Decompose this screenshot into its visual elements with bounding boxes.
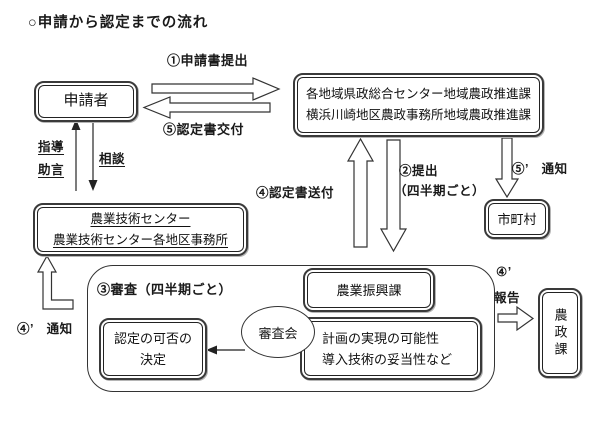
arrow-consultation-down-head	[88, 180, 98, 191]
node-review-committee: 審査会	[241, 306, 315, 358]
label-step5-issue: ⑤認定書交付	[163, 122, 245, 137]
label-step4b-notice: ④’ 通知	[17, 322, 73, 336]
label-step3-review: ③審査（四半期ごと）	[97, 282, 233, 297]
arrow-guidance-up-head	[71, 119, 81, 130]
arrow-step5-issue-left	[142, 96, 271, 119]
arrow-step4-send-up	[346, 137, 375, 248]
node-criteria-line2: 導入技術の妥当性など	[322, 351, 453, 367]
page-title: ○申請から認定までの流れ	[28, 15, 209, 31]
label-step1-submit: ①申請書提出	[167, 53, 249, 68]
arrow-decision-left-head	[206, 345, 217, 355]
node-agri-promotion-division: 農業振興課	[303, 268, 435, 312]
node-applicant-label: 申請者	[63, 93, 109, 109]
node-decision-line2: 決定	[139, 352, 166, 367]
node-prefecture-center: 各地域県政総合センター地域農政推進課 横浜川崎地区農政事務所地域農政推進課	[293, 73, 544, 137]
arrow-step5b-notice-down	[494, 137, 520, 199]
node-agri-tech-center-line1: 農業技術センター	[90, 211, 191, 226]
label-step5b-notice: ⑤’ 通知	[512, 162, 568, 176]
node-decision-line1: 認定の可否の	[113, 331, 192, 346]
node-agri-policy-label: 農政課	[552, 307, 568, 359]
arrow-step2-submit-down	[379, 139, 408, 253]
label-step2-submit: ②提出	[399, 164, 439, 178]
node-prefecture-center-line1: 各地域県政総合センター地域農政推進課	[305, 87, 531, 101]
node-decision: 認定の可否の 決定	[99, 318, 207, 380]
node-municipality: 市町村	[484, 199, 550, 239]
node-criteria: 計画の実現の可能性 導入技術の妥当性など	[300, 317, 482, 380]
node-prefecture-center-line2: 横浜川崎地区農政事務所地域農政推進課	[305, 108, 531, 122]
label-step4-send: ④認定書送付	[256, 186, 335, 200]
node-agri-tech-center-line2: 農業技術センター各地区事務所	[52, 232, 228, 247]
label-consultation: 相談	[99, 152, 126, 166]
label-advice: 助言	[38, 163, 65, 177]
node-municipality-label: 市町村	[497, 211, 537, 227]
node-criteria-line1: 計画の実現の可能性	[322, 330, 440, 346]
node-agri-promotion-label: 農業振興課	[336, 282, 402, 298]
label-step2-quarterly: （四半期ごと）	[394, 184, 486, 198]
label-report: 報告	[494, 291, 521, 305]
arrow-step4b-notice-bent-up	[36, 254, 74, 310]
arrow-step1-submit-right	[151, 77, 281, 101]
arrow-report-right	[497, 305, 535, 332]
label-guidance: 指導	[38, 140, 65, 154]
node-review-committee-label: 審査会	[258, 325, 298, 341]
node-agri-policy-division: 農政課	[538, 288, 582, 378]
node-agri-tech-center: 農業技術センター 農業技術センター各地区事務所	[33, 203, 248, 256]
node-applicant: 申請者	[34, 81, 138, 122]
label-step4b-mark: ④’	[496, 265, 512, 279]
review-process-container	[87, 265, 495, 392]
